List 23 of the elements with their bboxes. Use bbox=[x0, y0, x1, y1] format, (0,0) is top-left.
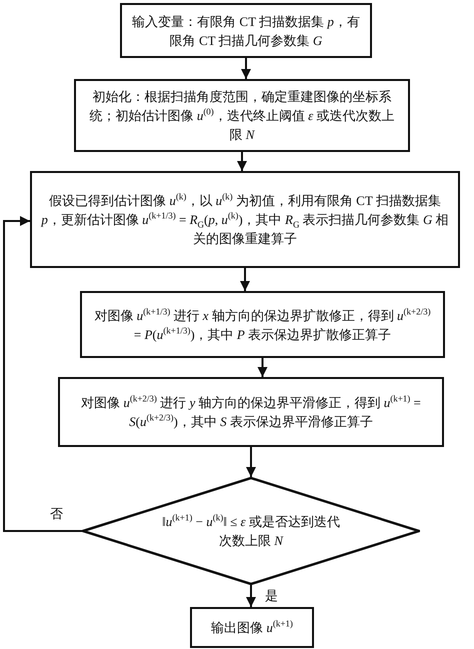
arrow bbox=[241, 58, 251, 79]
node-text: 对图像 u$^{(k+2/3)}$ 进行 y 轴方向的保边界平滑修正，得到 u$^{(k+1)}$ = S(u$^{(k+2/3)}$)，其中 S 表示保边界平滑修正算子 bbox=[80, 393, 422, 431]
arrow bbox=[237, 152, 247, 171]
process-box bbox=[120, 3, 372, 58]
arrow bbox=[246, 585, 256, 607]
output-box bbox=[190, 607, 314, 648]
arrow bbox=[258, 358, 268, 377]
node-text: 输出图像 u$^{(k+1)}$ bbox=[211, 618, 293, 637]
process-box bbox=[30, 171, 460, 268]
node-text: 假设已得到估计图像 u$^{(k)}$，以 u$^{(k)}$ 为初值，利用有限角 CT 扫描数据集 p，更新估计图像 u$^{(k+1/3)}$ = R$_{G}$(p, u$^{(k)}$)，其中 R$_{G}$ 表示扫描几何参数集 G 相关的图像重建算子 bbox=[40, 191, 450, 248]
process-box bbox=[74, 79, 410, 152]
node-text: 输入变量：有限角 CT 扫描数据集 p，有限角 CT 扫描几何参数集 G bbox=[132, 12, 360, 50]
arrow bbox=[246, 447, 256, 477]
process-box bbox=[80, 291, 445, 358]
node-text: 初始化：根据扫描角度范围，确定重建图像的坐标系统；初始估计图像 u$^{(0)}$，迭代终止阈值 ε 或迭代次数上限 N bbox=[88, 88, 396, 144]
node-text: ‖u$^{(k+1)}$ − u$^{(k)}$‖ ≤ ε 或是否达到迭代次数上限 N bbox=[162, 512, 340, 550]
arrow bbox=[240, 268, 250, 291]
edge-label: 是 bbox=[265, 587, 278, 605]
edge-label: 否 bbox=[50, 505, 63, 523]
process-box bbox=[58, 377, 444, 447]
node-text: 对图像 u$^{(k+1/3)}$ 进行 x 轴方向的保边界扩散修正，得到 u$^{(k+2/3)}$ = P(u$^{(k+1/3)}$)，其中 P 表示保边界扩散修正算子 bbox=[93, 306, 432, 344]
arrow bbox=[3, 216, 82, 532]
decision-diamond bbox=[82, 477, 420, 585]
